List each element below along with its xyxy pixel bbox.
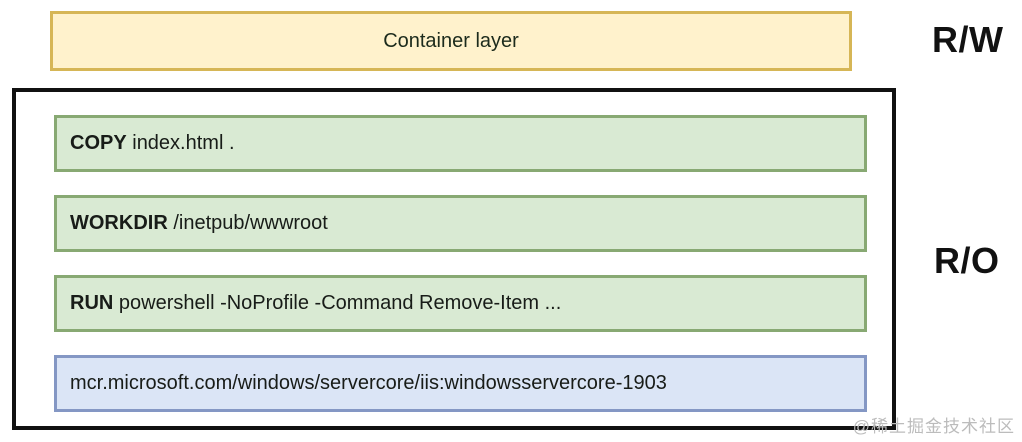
- dockerfile-keyword: RUN: [70, 292, 114, 314]
- watermark: @稀土掘金技术社区: [852, 417, 1015, 436]
- dockerfile-keyword: WORKDIR: [70, 212, 168, 234]
- dockerfile-args: /inetpub/wwwroot: [167, 212, 328, 234]
- layer-row-copy: COPY index.html .: [54, 115, 867, 172]
- dockerfile-args: index.html .: [126, 132, 235, 154]
- base-image-name: mcr.microsoft.com/windows/servercore/iis…: [70, 372, 667, 394]
- layer-row-workdir: WORKDIR /inetpub/wwwroot: [54, 195, 867, 252]
- dockerfile-keyword: COPY: [70, 132, 127, 154]
- layer-row-base-image: mcr.microsoft.com/windows/servercore/iis…: [54, 355, 867, 412]
- layer-row-run: RUN powershell -NoProfile -Command Remov…: [54, 275, 867, 332]
- container-layer-label: Container layer: [383, 29, 519, 52]
- dockerfile-args: powershell -NoProfile -Command Remove-It…: [113, 292, 562, 314]
- read-write-label: R/W: [932, 19, 1004, 60]
- image-layers-group-box: COPY index.html . WORKDIR /inetpub/wwwro…: [12, 88, 896, 430]
- container-layer-box: Container layer: [50, 11, 852, 71]
- read-only-label: R/O: [934, 240, 1000, 281]
